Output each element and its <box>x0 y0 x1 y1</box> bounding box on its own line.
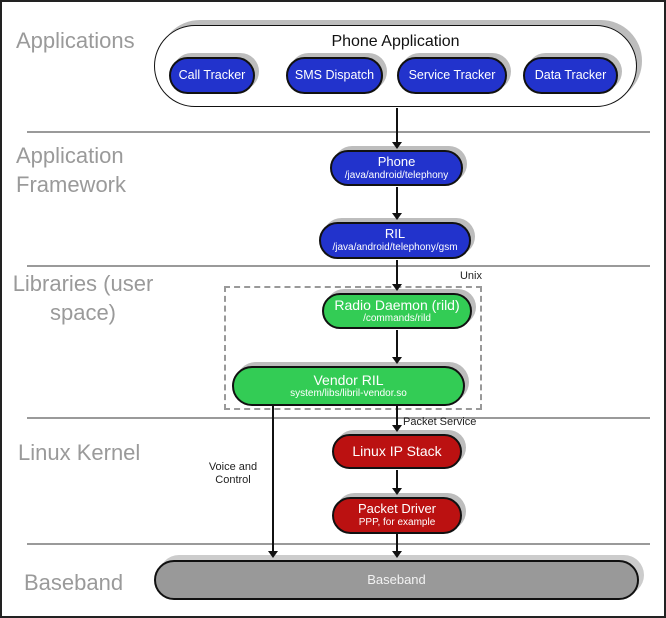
layer-label-libraries: Libraries (user space) <box>12 271 154 325</box>
arrow-vendor-ril-to-ip-stack <box>392 406 402 432</box>
node-baseband-title: Baseband <box>367 571 426 587</box>
node-phone-title: Phone <box>377 153 416 169</box>
layer-label-baseband: Baseband <box>24 570 124 595</box>
arrow-ip-stack-to-packet-driver <box>392 470 402 495</box>
divider-framework-libraries <box>27 265 650 267</box>
node-vendor-ril: Vendor RIL system/libs/libril-vendor.so <box>232 366 465 406</box>
node-linux-ip-stack: Linux IP Stack <box>332 434 462 469</box>
arrow-phone-to-ril <box>392 187 402 220</box>
node-ril: RIL /java/android/telephony/gsm <box>319 222 471 259</box>
node-packet-driver: Packet Driver PPP, for example <box>332 497 462 534</box>
node-packet-driver-sub: PPP, for example <box>358 517 436 529</box>
divider-kernel-baseband <box>27 543 650 545</box>
node-vendor-ril-title: Vendor RIL <box>313 372 384 389</box>
arrow-vendor-ril-to-baseband <box>268 406 278 558</box>
node-vendor-ril-path: system/libs/libril-vendor.so <box>290 388 407 400</box>
arrow-phoneapp-to-phone <box>392 108 402 149</box>
node-ril-title: RIL <box>384 226 406 242</box>
divider-libraries-kernel <box>27 417 650 419</box>
layer-label-applications: Applications <box>16 28 135 53</box>
node-radio-daemon-path: /commands/rild <box>363 313 431 325</box>
layer-label-application-framework: Application Framework <box>16 143 127 197</box>
node-call-tracker: Call Tracker <box>169 57 255 94</box>
voice-and-control-label: Voice and Control <box>208 461 258 486</box>
node-phone: Phone /java/android/telephony <box>330 150 463 186</box>
phone-application-title: Phone Application <box>331 33 460 50</box>
unix-label: Unix <box>459 270 482 282</box>
arrow-ril-to-radio-daemon <box>392 260 402 291</box>
node-data-tracker: Data Tracker <box>523 57 618 94</box>
layer-label-linux-kernel: Linux Kernel <box>18 440 141 465</box>
divider-applications-framework <box>27 131 650 133</box>
node-phone-path: /java/android/telephony <box>344 169 449 181</box>
node-radio-daemon: Radio Daemon (rild) /commands/rild <box>322 293 472 329</box>
unix-boundary-box <box>224 286 482 410</box>
packet-service-label: Packet Service <box>403 416 477 428</box>
node-baseband: Baseband <box>154 560 639 600</box>
arrow-packet-driver-to-baseband <box>392 533 402 558</box>
node-sms-dispatch: SMS Dispatch <box>286 57 383 94</box>
node-linux-ip-stack-title: Linux IP Stack <box>352 443 442 460</box>
node-ril-path: /java/android/telephony/gsm <box>332 242 458 254</box>
node-service-tracker: Service Tracker <box>397 57 507 94</box>
node-packet-driver-title: Packet Driver <box>357 501 437 517</box>
arrow-radio-daemon-to-vendor-ril <box>392 330 402 364</box>
node-radio-daemon-title: Radio Daemon (rild) <box>334 297 460 314</box>
